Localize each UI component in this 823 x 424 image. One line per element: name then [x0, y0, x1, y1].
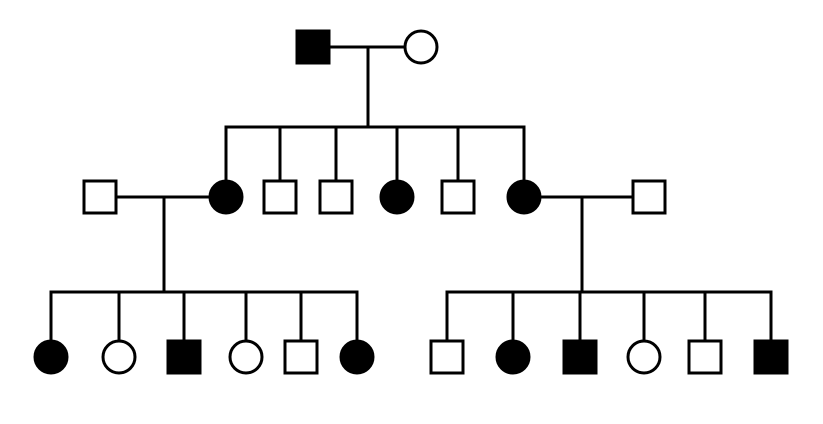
- unaffected-male-g2-spouse-left: [82, 179, 118, 215]
- unaffected-female-g3-a4: [228, 339, 264, 375]
- unaffected-male-g2-son-2: [318, 179, 354, 215]
- unaffected-female-g1-mother: [403, 29, 439, 65]
- unaffected-male-g2-son-1: [262, 179, 298, 215]
- unaffected-female-g3-a2: [101, 339, 137, 375]
- affected-male-g3-a3: [166, 339, 202, 375]
- unaffected-male-g2-spouse-right: [631, 179, 667, 215]
- affected-female-g2-daughter-3: [506, 179, 542, 215]
- affected-female-g2-daughter-2: [379, 179, 415, 215]
- pedigree-lines: [49, 45, 773, 343]
- affected-male-g3-b6: [753, 339, 789, 375]
- affected-female-g3-a6: [339, 339, 375, 375]
- affected-female-g3-b2: [495, 339, 531, 375]
- unaffected-male-g3-a5: [283, 339, 319, 375]
- unaffected-male-g3-b5: [687, 339, 723, 375]
- unaffected-male-g3-b1: [429, 339, 465, 375]
- unaffected-male-g2-son-3: [440, 179, 476, 215]
- pedigree-individuals: [33, 29, 789, 375]
- affected-female-g2-daughter-1: [208, 179, 244, 215]
- unaffected-female-g3-b4: [626, 339, 662, 375]
- affected-male-g1-father: [295, 29, 331, 65]
- affected-female-g3-a1: [33, 339, 69, 375]
- affected-male-g3-b3: [562, 339, 598, 375]
